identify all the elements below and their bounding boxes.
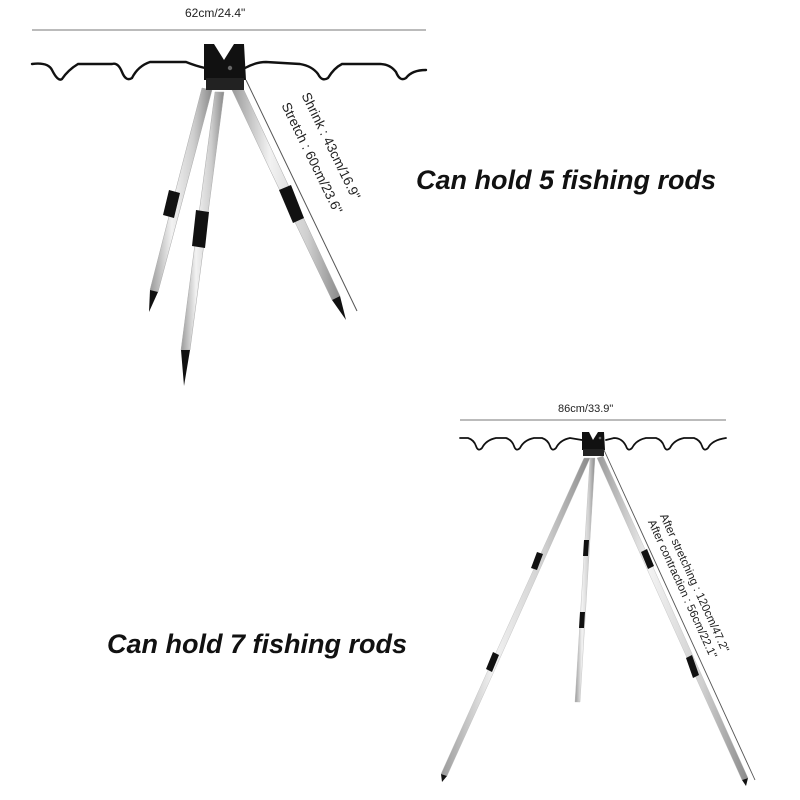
leg-center [180,91,225,386]
leg-right [596,455,749,786]
tripod-head [204,44,246,90]
caption-7-rods: Can hold 7 fishing rods [107,629,408,659]
leg-left [440,457,591,782]
rod-rest-wire [30,60,428,81]
caption-5-rods: Can hold 5 fishing rods [416,165,717,195]
width-label-5-rod: 62cm/24.4" [185,6,246,20]
tripod-7-rods [440,419,756,786]
width-label-7-rod: 86cm/33.9" [558,403,614,415]
tripod-5-rods [30,29,428,386]
length-dimension-line [603,449,756,781]
length-dimension-line [245,79,358,312]
leg-center [574,457,596,703]
tripod-head [582,432,605,456]
rod-rest-wire [459,437,727,451]
leg-right [231,85,346,320]
